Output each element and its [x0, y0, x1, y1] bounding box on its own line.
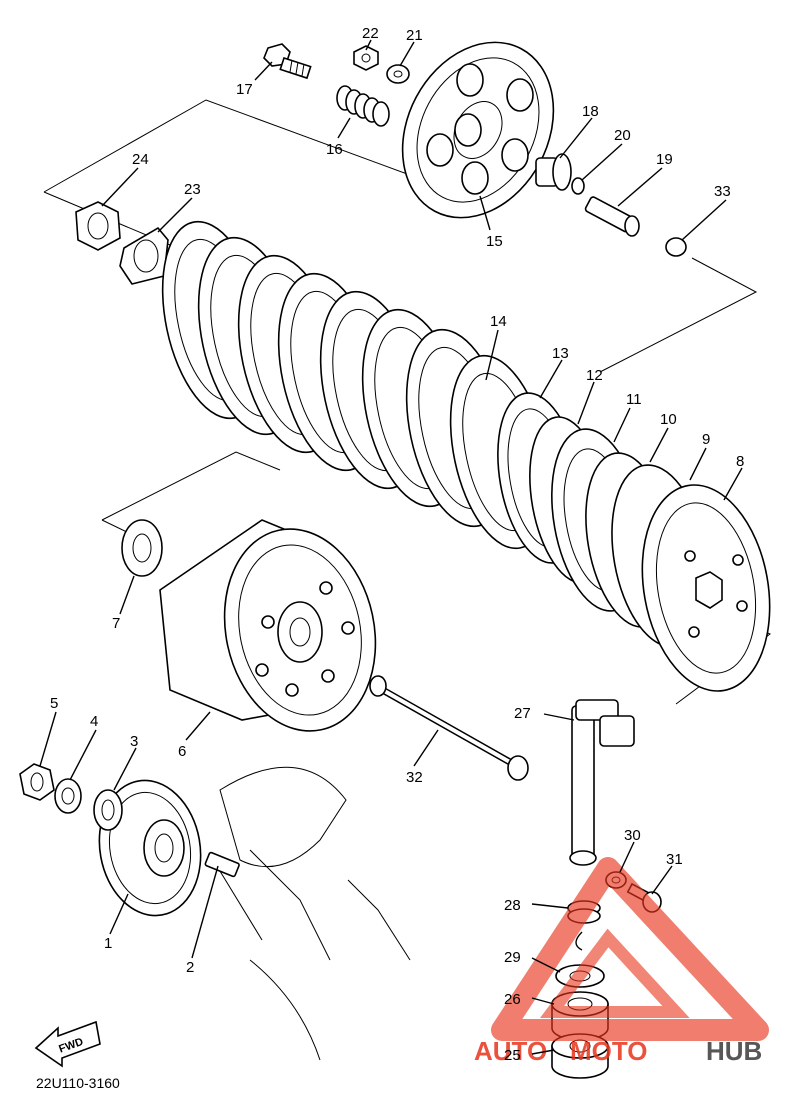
callout-21: 21 [406, 27, 423, 44]
thrust-washer-7 [121, 519, 163, 577]
watermark-prefix: AUTO [474, 1036, 547, 1066]
callout-1: 1 [104, 935, 112, 952]
callout-9: 9 [702, 431, 710, 448]
callout-20: 20 [614, 127, 631, 144]
callout-17: 17 [236, 81, 253, 98]
push-lever-27 [569, 699, 635, 866]
callout-12: 12 [586, 367, 603, 384]
o-ring-20 [571, 177, 585, 195]
watermark-suffix: HUB [706, 1036, 762, 1066]
nut-22 [353, 45, 379, 71]
callout-28: 28 [504, 897, 521, 914]
clutch-boss-8 [641, 484, 771, 692]
push-plunger-18 [535, 153, 572, 191]
watermark-text: AUTO MOTO HUB [474, 1036, 762, 1066]
callout-26: 26 [504, 991, 521, 1008]
callout-labels: 17 22 21 16 15 18 20 19 33 24 23 14 13 1… [50, 25, 744, 1064]
callout-18: 18 [582, 103, 599, 120]
clutch-housing-6 [159, 519, 377, 732]
callout-33: 33 [714, 183, 731, 200]
watermark-logo-icon [491, 857, 769, 1041]
callout-5: 5 [50, 695, 58, 712]
callout-25: 25 [504, 1047, 521, 1064]
diagram-code: 22U110-3160 [36, 1075, 120, 1091]
callout-24: 24 [132, 151, 149, 168]
nut-24 [75, 201, 121, 251]
callout-10: 10 [660, 411, 677, 428]
washer-21 [386, 64, 410, 84]
leader-lines [39, 39, 743, 1055]
pressure-plate-bosses [426, 63, 534, 195]
ball-33 [665, 237, 687, 257]
lock-washer-3 [93, 789, 123, 831]
push-rod-19 [584, 196, 640, 237]
callout-32: 32 [406, 769, 423, 786]
callout-11: 11 [626, 391, 642, 408]
callout-14: 14 [490, 313, 507, 330]
fwd-arrow-icon: FWD [34, 1020, 101, 1068]
callout-2: 2 [186, 959, 194, 976]
push-lever-shaft-32 [369, 675, 529, 781]
callout-7: 7 [112, 615, 120, 632]
lock-washer-23 [119, 226, 169, 285]
callout-4: 4 [90, 713, 98, 730]
bolt-17 [263, 43, 312, 80]
nut-5 [19, 763, 55, 801]
watermark-middle: MOTO [570, 1036, 648, 1066]
primary-drive-gear-1 [98, 779, 202, 917]
callout-29: 29 [504, 949, 521, 966]
callout-6: 6 [178, 743, 186, 760]
callout-13: 13 [552, 345, 569, 362]
washer-4 [54, 778, 82, 814]
callout-19: 19 [656, 151, 673, 168]
background-engine-outline [211, 766, 411, 1061]
callout-15: 15 [486, 233, 503, 250]
callout-23: 23 [184, 181, 201, 198]
callout-3: 3 [130, 733, 138, 750]
callout-22: 22 [362, 25, 379, 42]
callout-27: 27 [514, 705, 531, 722]
clutch-plate-stack [161, 220, 551, 550]
key-2 [204, 851, 240, 878]
spring-16 [336, 85, 390, 127]
callout-31: 31 [666, 851, 683, 868]
pressure-plate [401, 41, 555, 219]
callout-16: 16 [326, 141, 343, 158]
callout-30: 30 [624, 827, 641, 844]
callout-8: 8 [736, 453, 744, 470]
